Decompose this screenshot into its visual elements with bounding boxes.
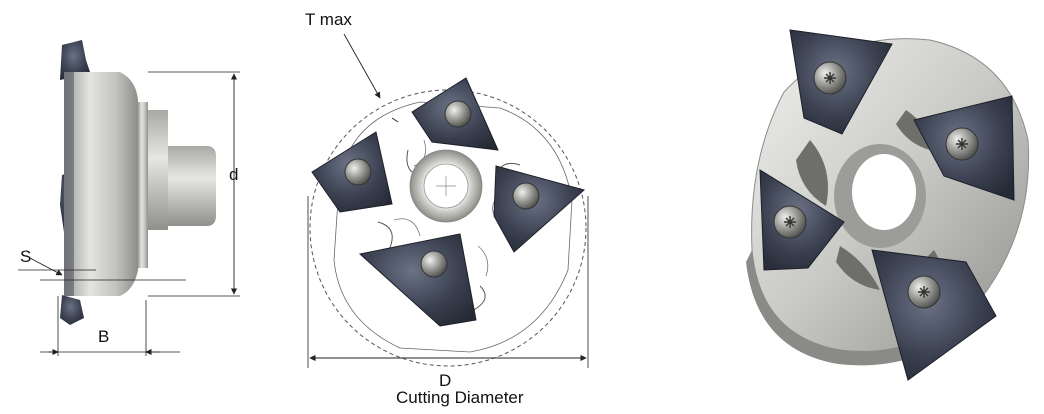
cutting-circle	[309, 89, 587, 367]
side-collar	[138, 102, 148, 268]
render-insert-left	[759, 169, 845, 271]
label-d: d	[229, 165, 239, 184]
label-cutting-diameter: Cutting Diameter	[396, 388, 524, 407]
label-D: D	[439, 371, 452, 390]
torx-screw-icon	[344, 158, 372, 186]
side-view	[18, 40, 240, 356]
render-insert-bottom	[871, 249, 997, 381]
front-insert-top	[411, 77, 499, 151]
tmax-arrow	[343, 33, 381, 99]
render-insert-top	[789, 29, 893, 135]
side-insert-bottom	[60, 295, 84, 325]
label-b: B	[98, 327, 110, 346]
torx-screw-icon	[420, 250, 448, 278]
tool-3d-render	[746, 29, 1030, 381]
front-view	[307, 33, 589, 368]
label-s: S	[20, 247, 32, 266]
side-cylinder-body	[64, 72, 138, 296]
side-shaft	[168, 146, 216, 226]
torx-screw-icon	[444, 100, 472, 128]
front-insert-left	[311, 131, 393, 213]
label-t-max: T max	[305, 10, 352, 29]
side-step	[148, 110, 168, 230]
torx-screw-icon	[512, 182, 540, 210]
s-arrow	[29, 257, 63, 276]
side-insert-top	[60, 40, 90, 80]
front-insert-bottom	[358, 233, 477, 327]
render-insert-right	[913, 95, 1015, 201]
body-outline	[333, 101, 573, 353]
front-insert-right	[493, 165, 586, 253]
